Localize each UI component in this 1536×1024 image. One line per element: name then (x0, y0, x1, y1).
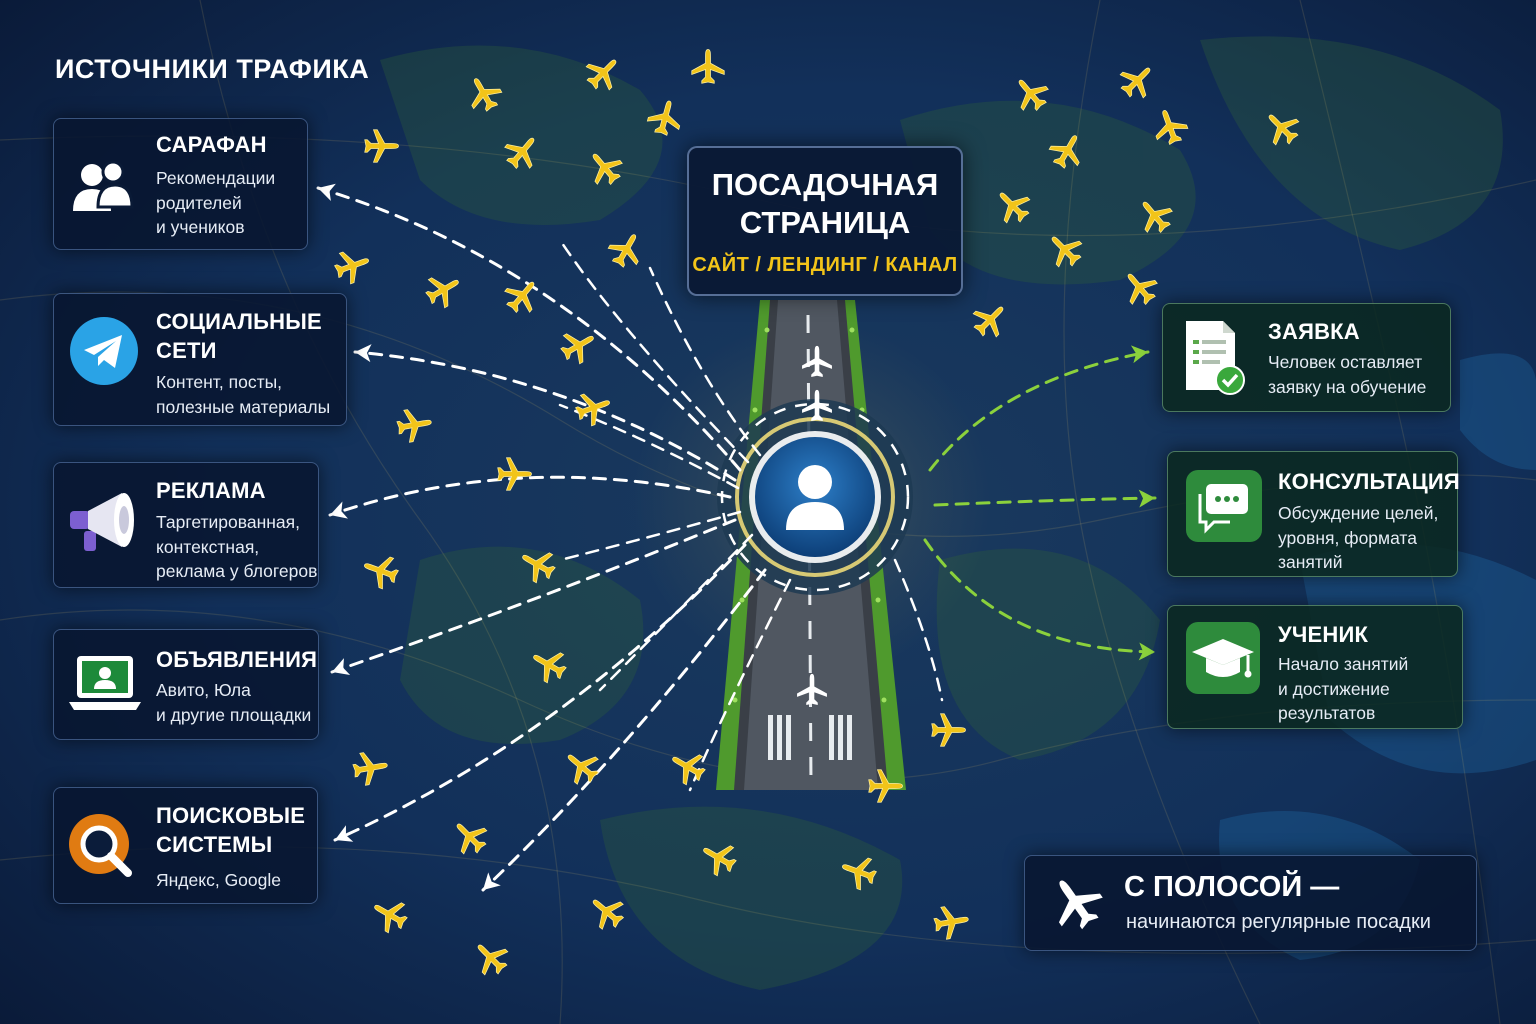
outcome-card-student: УЧЕНИК Начало занятий и достижение резул… (1167, 605, 1463, 729)
outcome-title: УЧЕНИК (1278, 622, 1369, 647)
source-desc: Таргетированная, контекстная, реклама у … (156, 512, 318, 581)
source-card-word-of-mouth: САРАФАН Рекомендации родителей и ученико… (53, 118, 308, 250)
landing-title: ПОСАДОЧНАЯ СТРАНИЦА (711, 167, 939, 240)
source-title: ОБЪЯВЛЕНИЯ (156, 647, 318, 672)
outcome-title: КОНСУЛЬТАЦИЯ (1278, 469, 1460, 494)
outcome-card-application: ЗАЯВКА Человек оставляет заявку на обуче… (1162, 303, 1451, 412)
source-desc: Яндекс, Google (156, 870, 282, 890)
source-desc: Контент, посты, полезные материалы (156, 372, 331, 417)
outcome-desc: Начало занятий и достижение результатов (1278, 654, 1409, 723)
chat-icon (1186, 470, 1262, 542)
final-title: С ПОЛОСОЙ — (1124, 871, 1340, 903)
source-card-ads: РЕКЛАМА Таргетированная, контекстная, ре… (53, 462, 319, 588)
megaphone-icon (68, 487, 140, 553)
outcome-desc: Обсуждение целей, уровня, формата заняти… (1278, 503, 1439, 572)
users-icon (68, 155, 134, 215)
outcome-title: ЗАЯВКА (1268, 319, 1360, 344)
source-card-social: СОЦИАЛЬНЫЕ СЕТИ Контент, посты, полезные… (53, 293, 347, 426)
user-avatar-icon (786, 465, 844, 530)
source-desc: Рекомендации родителей и учеников (156, 168, 276, 237)
outcome-card-consultation: КОНСУЛЬТАЦИЯ Обсуждение целей, уровня, ф… (1167, 451, 1460, 577)
source-title: РЕКЛАМА (156, 478, 266, 503)
airplane-icon (1047, 874, 1105, 932)
source-card-search: ПОИСКОВЫЕ СИСТЕМЫ Яндекс, Google (53, 787, 318, 904)
application-form-icon (1183, 318, 1247, 396)
source-card-classifieds: ОБЪЯВЛЕНИЯ Авито, Юла и другие площадки (53, 629, 319, 740)
telegram-icon (68, 315, 140, 387)
graduation-cap-icon (1186, 622, 1260, 694)
source-title: САРАФАН (156, 132, 267, 157)
source-desc: Авито, Юла и другие площадки (156, 680, 312, 725)
landing-page-card: ПОСАДОЧНАЯ СТРАНИЦА САЙТ / ЛЕНДИНГ / КАН… (687, 146, 963, 296)
final-message-card: С ПОЛОСОЙ — начинаются регулярные посадк… (1024, 855, 1477, 951)
sources-heading: ИСТОЧНИКИ ТРАФИКА (55, 54, 370, 84)
search-icon (68, 813, 138, 883)
source-title: ПОИСКОВЫЕ СИСТЕМЫ (156, 803, 306, 857)
laptop-icon (68, 654, 142, 712)
outcome-desc: Человек оставляет заявку на обучение (1268, 352, 1427, 397)
final-desc: начинаются регулярные посадки (1126, 911, 1431, 933)
landing-subtitle: САЙТ / ЛЕНДИНГ / КАНАЛ (692, 254, 958, 276)
source-title: СОЦИАЛЬНЫЕ СЕТИ (156, 309, 322, 363)
